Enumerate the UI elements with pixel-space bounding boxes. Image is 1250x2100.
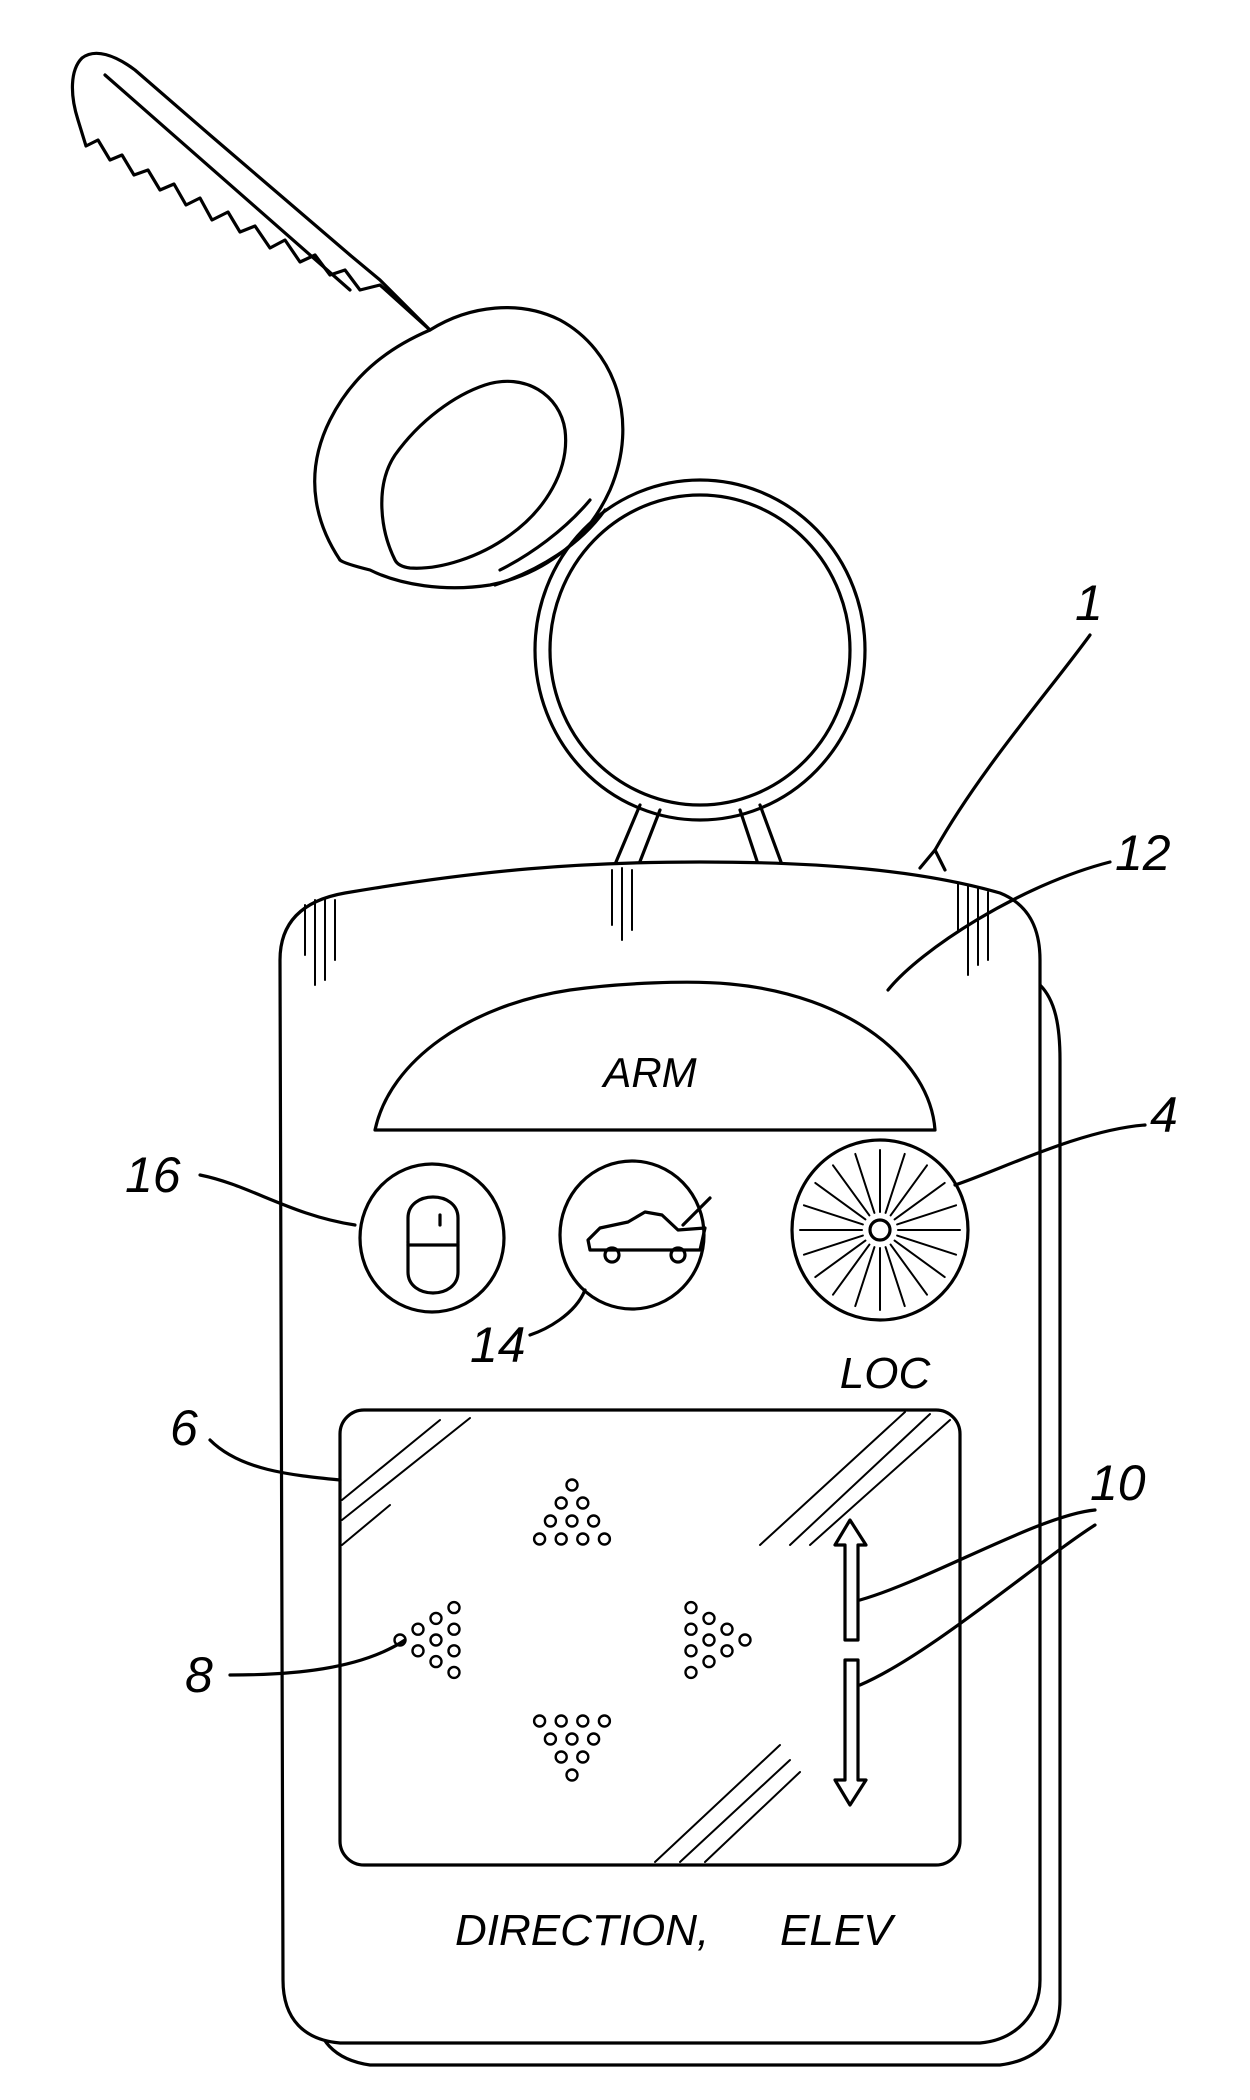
numeral-6: 6: [170, 1400, 198, 1456]
numeral-1: 1: [1075, 575, 1103, 631]
car-trunk-icon: [586, 1196, 712, 1264]
numeral-10: 10: [1090, 1455, 1146, 1511]
starburst-ray: [896, 1204, 958, 1226]
arm-button[interactable]: ARM: [373, 980, 937, 1132]
padlock-icon: [406, 1195, 460, 1295]
starburst-ray: [814, 1181, 867, 1221]
direction-dot-right: [684, 1600, 698, 1615]
direction-dot-down: [565, 1732, 579, 1746]
direction-dot-right: [720, 1644, 734, 1658]
direction-dot-left: [411, 1644, 425, 1658]
key: [70, 51, 625, 590]
direction-dot-right: [738, 1633, 752, 1647]
key-ring: [533, 478, 867, 902]
direction-dot-down: [597, 1714, 612, 1728]
direction-dot-left: [429, 1633, 443, 1647]
direction-dot-right: [684, 1622, 698, 1636]
direction-dot-right: [684, 1644, 698, 1658]
starburst-ray: [896, 1234, 958, 1256]
direction-dot-left: [447, 1600, 461, 1615]
direction-dot-up: [576, 1496, 590, 1510]
starburst-ray: [831, 1243, 871, 1296]
direction-dot-left: [447, 1644, 461, 1658]
direction-dot-right: [702, 1633, 716, 1647]
direction-dot-up: [532, 1532, 547, 1546]
elev-label: ELEV: [780, 1906, 896, 1955]
direction-dot-left: [411, 1622, 425, 1636]
direction-dot-up: [565, 1514, 579, 1528]
direction-dot-left: [429, 1611, 443, 1626]
direction-dot-down: [565, 1768, 579, 1782]
numeral-16: 16: [125, 1147, 181, 1203]
direction-dot-up: [554, 1532, 568, 1546]
direction-dot-up: [586, 1514, 601, 1528]
numeral-8: 8: [185, 1647, 213, 1703]
direction-dot-down: [576, 1750, 590, 1764]
starburst-ray: [889, 1164, 929, 1217]
starburst-ray: [854, 1246, 876, 1308]
trunk-button[interactable]: [558, 1159, 712, 1311]
direction-dot-up: [576, 1532, 590, 1546]
direction-dot-down: [543, 1732, 558, 1746]
starburst-icon: [799, 1149, 961, 1311]
starburst-ray: [893, 1181, 946, 1221]
glare-marks: [341, 1411, 951, 1863]
lock-button[interactable]: [358, 1162, 506, 1314]
direction-dot-right: [702, 1654, 716, 1669]
fob-body: [278, 860, 1062, 2067]
body-shading: [304, 867, 989, 986]
direction-dot-down: [554, 1750, 568, 1764]
direction-dot-up: [554, 1496, 568, 1510]
starburst-ray: [831, 1164, 871, 1217]
starburst-ray: [893, 1239, 946, 1279]
starburst-ray: [814, 1239, 867, 1279]
direction-dot-right: [702, 1611, 716, 1626]
direction-dot-left: [447, 1622, 461, 1636]
direction-label: DIRECTION,: [455, 1906, 709, 1955]
arm-label: ARM: [600, 1049, 696, 1096]
starburst-ray: [854, 1152, 876, 1214]
direction-dot-up: [565, 1478, 579, 1492]
starburst-ray: [884, 1246, 906, 1308]
locator-button[interactable]: LOC: [790, 1138, 970, 1398]
direction-indicator: [393, 1478, 752, 1782]
direction-dot-right: [684, 1665, 698, 1680]
direction-dot-down: [532, 1714, 547, 1728]
direction-dot-right: [720, 1622, 734, 1636]
direction-dot-up: [597, 1532, 612, 1546]
starburst-ray: [802, 1234, 864, 1256]
starburst-ray: [884, 1152, 906, 1214]
elevation-indicator: [833, 1518, 868, 1807]
starburst-ray: [889, 1243, 929, 1296]
direction-dot-left: [447, 1665, 461, 1680]
display-screen: DIRECTION, ELEV: [338, 1408, 962, 1955]
direction-dot-up: [543, 1514, 558, 1528]
numeral-14: 14: [470, 1317, 526, 1373]
direction-dot-down: [576, 1714, 590, 1728]
numeral-4: 4: [1150, 1087, 1178, 1143]
reference-callouts: 1 12 4 16 14 6 8 10: [125, 575, 1178, 1703]
direction-dot-down: [554, 1714, 568, 1728]
direction-dot-down: [586, 1732, 601, 1746]
numeral-12: 12: [1115, 825, 1171, 881]
direction-dot-left: [429, 1654, 443, 1669]
loc-label: LOC: [840, 1349, 932, 1398]
starburst-ray: [802, 1204, 864, 1226]
